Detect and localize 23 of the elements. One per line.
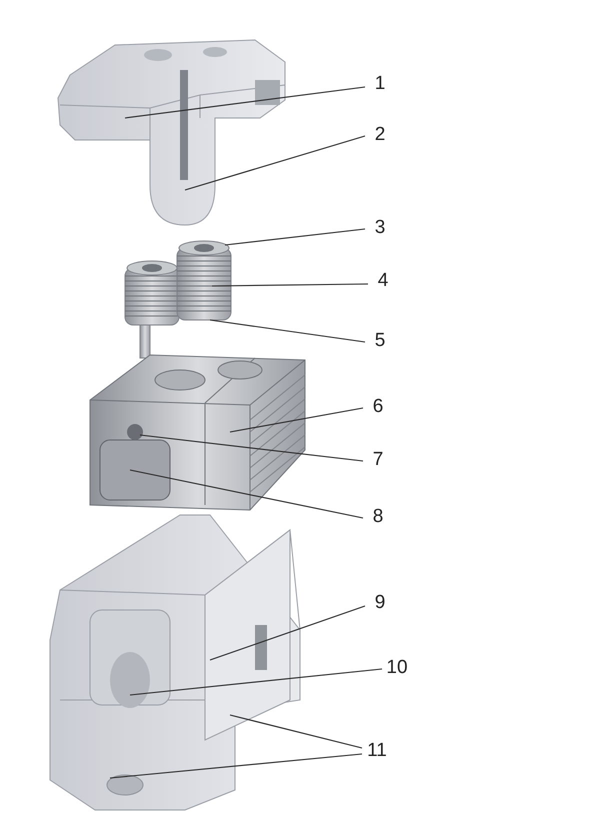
callout-number: 6 [365, 396, 391, 418]
callout-number: 10 [384, 657, 410, 679]
callout-number: 4 [370, 270, 396, 292]
callout-number: 8 [365, 506, 391, 528]
leader-line [130, 469, 364, 519]
leader-line [210, 605, 366, 661]
leader-line [230, 714, 362, 749]
callout-number: 2 [367, 124, 393, 146]
leader-line [230, 407, 364, 433]
leader-line [212, 283, 368, 287]
callout-number: 5 [367, 330, 393, 352]
leader-line [110, 753, 362, 779]
callout-number: 11 [364, 740, 390, 762]
leader-line [184, 135, 366, 191]
callout-number: 1 [367, 73, 393, 95]
callout-number: 9 [367, 592, 393, 614]
leader-line [124, 86, 366, 119]
leader-line [140, 434, 364, 462]
leader-line [210, 319, 366, 343]
callout-number: 3 [367, 217, 393, 239]
leader-line [130, 668, 382, 696]
leader-line [224, 228, 366, 246]
callout-number: 7 [365, 449, 391, 471]
